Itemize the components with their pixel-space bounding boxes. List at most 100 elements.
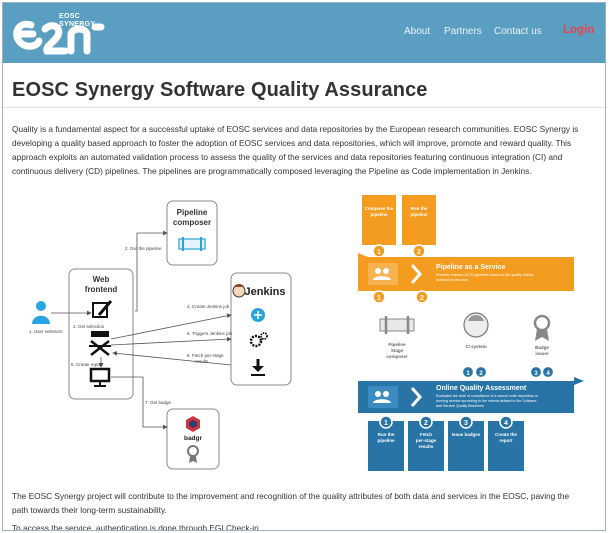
bottom-step-label: pipeline [377,438,394,443]
pipeline-as-a-service-banner: Pipeline as a Service Provides custom CI… [358,253,574,291]
gears-icon [249,332,268,348]
bottom-step-label: Run the [378,432,395,437]
bottom-step-run-pipeline: 1 Run the pipeline [368,415,404,471]
download-icon [251,359,265,376]
component-ci-system: CI system [463,312,489,349]
architecture-diagram: Pipeline composer Web frontend [29,200,292,470]
bottom-step-label: results [419,444,434,449]
bottom-step-create-report: 4 Create the report [488,415,524,471]
access-line: To access the service, authentication is… [12,523,262,531]
outro-line: The EOSC Synergy project will contribute… [12,491,570,501]
medal-icon [187,445,199,463]
step-number: 1 [377,249,381,256]
intro-line: continuous delivery (CD) pipelines. The … [12,166,532,176]
component-label: issuer [535,351,549,356]
intro-line: approach exploits an automated validatio… [12,152,563,162]
step-number: 3 [464,420,468,427]
jenkins-icon [232,284,246,298]
user-icon [32,301,50,324]
intro-line: developing a quality based approach to f… [12,138,572,148]
step-get-badge: 7. Get badge [145,400,172,405]
step-create-jenkins-job: 4. Create Jenkins job [187,304,230,309]
pipe-icon [178,237,206,251]
chevron-right-icon [410,264,423,284]
page-title: EOSC Synergy Software Quality Assurance [12,79,428,101]
director-chair-icon [89,331,111,356]
component-label: composer [386,354,408,359]
nav-link-about[interactable]: About [404,26,431,37]
paas-desc: Provides custom CI/CD pipelines based on… [436,273,533,277]
oqa-title: Online Quality Assessment [436,385,527,392]
intro-line: Quality is a fundamental aspect for a su… [12,124,579,134]
component-badge-issuer: Badge issuer [533,314,551,356]
outro-paragraph: The EOSC Synergy project will contribute… [12,489,600,517]
step-number: 2 [417,249,421,256]
step-get-selection: 2. Get selection [73,324,105,329]
group-users-icon [373,268,391,280]
nav-link-partners[interactable]: Partners [444,26,482,37]
oqa-desc: and Service Quality Baselines [436,404,484,408]
online-quality-assessment-banner: Online Quality Assessment Evaluates the … [358,377,584,413]
top-step-label: pipeline [370,212,387,217]
outro-line: path towards their long-term sustainabil… [12,505,167,515]
quality-assurance-flow: Compose the pipeline 1 Run the pipeline … [358,195,584,471]
jenkins-label: Jenkins [245,286,286,298]
step-number: 3 [534,370,538,377]
title-divider [3,107,605,108]
web-frontend-label: Web [93,275,110,284]
add-icon [251,308,265,322]
navbar: EOSC SYNERGY About Partners Contact us L… [3,3,605,63]
edit-icon [92,300,113,318]
bottom-step-label: report [499,438,513,443]
login-button[interactable]: Login [563,24,595,36]
bottom-step-label: Create the [495,432,518,437]
step-fetch-results: 6. Fetch per-stage [187,353,224,358]
top-step-label: Compose the [365,206,394,211]
bottom-step-fetch-results: 2 Fetch per-stage results [408,415,444,471]
brand-line-1: EOSC [59,13,81,20]
web-frontend-label: frontend [85,285,118,294]
jenkins-box [230,272,292,386]
badgr-box [166,408,220,470]
step-create-report: 6. Create report [71,362,103,367]
top-step-run: Run the pipeline 2 [402,195,436,258]
intro-paragraph: Quality is a fundamental aspect for a su… [12,122,600,178]
step-number: 4 [504,420,508,427]
chevron-right-icon [410,387,423,407]
oqa-desc: Evaluates the level of compliance of a s… [436,394,539,398]
connection-lines [51,230,232,430]
bottom-step-label: Issue badges [452,432,481,437]
step-number: 2 [424,420,428,427]
step-trigger-jenkins-job: 5. Triggers Jenkins job [187,331,233,336]
bottom-step-label: per-stage [416,438,437,443]
pipeline-composer-label: Pipeline [177,208,208,217]
component-label: CI system [465,344,486,349]
component-label: Badge [535,345,549,350]
eosc-synergy-logo[interactable] [9,7,109,59]
top-step-compose: Compose the pipeline 1 [362,195,396,258]
badgr-logo-icon [186,416,200,432]
bottom-step-issue-badges: 3 Issue badges [448,415,484,471]
monitor-icon [89,367,111,387]
brand-line-2: SYNERGY [59,21,96,28]
step-number: 2 [420,295,424,302]
brand-text: EOSC SYNERGY [59,13,95,29]
step-number: 1 [466,370,470,377]
pipeline-composer-label: composer [173,218,211,227]
bottom-step-label: Fetch [420,432,432,437]
step-number: 4 [546,370,550,377]
top-step-label: Run the [411,206,428,211]
group-users-icon [373,391,391,403]
step-number: 1 [377,295,381,302]
step-user-selection: 1. User selection [29,329,63,334]
component-pipeline-stage-composer: Pipeline Stage composer [379,316,415,359]
access-note: To access the service, authentication is… [12,521,600,531]
component-label: Pipeline [388,342,406,347]
top-step-label: pipeline [410,212,427,217]
step-number: 1 [384,420,388,427]
component-label: Stage [391,348,404,353]
medal-icon [533,314,551,332]
step-fetch-results: results [195,359,209,364]
nav-link-contact-us[interactable]: Contact us [494,26,542,37]
